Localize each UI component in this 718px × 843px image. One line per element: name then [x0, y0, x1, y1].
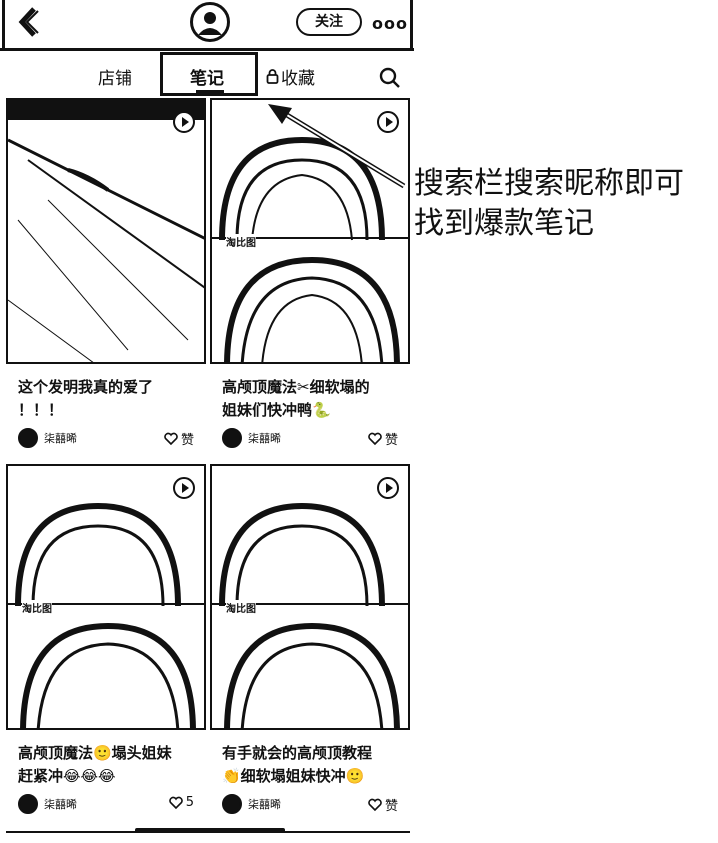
watermark-label: 淘比图	[226, 600, 256, 615]
phone-bezel-right	[410, 0, 413, 50]
tab-notes[interactable]: 笔记	[190, 69, 224, 89]
note-cover-image[interactable]	[6, 98, 206, 364]
avatar[interactable]	[222, 428, 242, 448]
tab-active-indicator	[196, 90, 224, 93]
note-cover-image[interactable]: 淘比图	[210, 98, 410, 364]
annotation-line-2: 找到爆款笔记	[414, 206, 594, 241]
play-icon	[173, 111, 195, 133]
like-count: 赞	[180, 433, 194, 448]
annotation-text: 搜索栏搜索昵称即可 找到爆款笔记	[414, 164, 714, 244]
play-icon	[173, 477, 195, 499]
tab-notes-highlight-box	[160, 52, 258, 96]
play-icon	[377, 477, 399, 499]
search-icon[interactable]	[378, 66, 402, 90]
heart-icon	[164, 432, 178, 445]
avatar[interactable]	[18, 794, 38, 814]
note-meta: 柒囍晞 赞	[18, 428, 204, 448]
note-cover-image[interactable]: 淘比图	[6, 464, 206, 730]
phone-screen: 关注 ooo 店铺 笔记 收藏	[0, 0, 414, 833]
author-name[interactable]: 柒囍晞	[248, 432, 281, 445]
more-options-icon[interactable]: ooo	[372, 14, 408, 33]
next-row-peek	[6, 828, 410, 833]
arrow-annotation	[268, 104, 406, 189]
watermark-label: 淘比图	[22, 600, 52, 615]
top-bar: 关注 ooo	[0, 0, 414, 51]
note-cover-image[interactable]: 淘比图	[210, 464, 410, 730]
avatar[interactable]	[18, 428, 38, 448]
avatar[interactable]	[222, 794, 242, 814]
note-meta: 柒囍晞 赞	[222, 794, 408, 814]
annotation-line-1: 搜索栏搜索昵称即可	[414, 166, 684, 201]
follow-button[interactable]: 关注	[296, 8, 362, 36]
shop-logo[interactable]	[190, 2, 230, 42]
like-count: 5	[185, 795, 194, 810]
tab-bar: 店铺 笔记 收藏	[0, 52, 414, 100]
author-name[interactable]: 柒囍晞	[44, 798, 77, 811]
tab-favorites-label: 收藏	[281, 69, 315, 89]
tab-favorites[interactable]: 收藏	[266, 64, 315, 89]
phone-bezel-left	[2, 0, 5, 50]
lock-icon	[266, 69, 279, 84]
note-title[interactable]: 有手就会的高颅顶教程 👏细软塌姐妹快冲🙂	[222, 744, 373, 785]
chevron-left-icon[interactable]	[14, 6, 42, 38]
like-button[interactable]: 赞	[368, 429, 398, 448]
like-button[interactable]: 赞	[164, 429, 194, 448]
heart-icon	[368, 798, 382, 811]
tab-store[interactable]: 店铺	[98, 69, 132, 89]
heart-icon	[368, 432, 382, 445]
note-meta: 柒囍晞 赞	[222, 428, 408, 448]
play-icon	[377, 111, 399, 133]
note-title[interactable]: 高颅顶魔法✂细软塌的 姐妹们快冲鸭🐍	[222, 378, 370, 419]
author-name[interactable]: 柒囍晞	[44, 432, 77, 445]
like-count: 赞	[384, 433, 398, 448]
note-title[interactable]: 高颅顶魔法🙂塌头姐妹 赶紧冲😂😂😂	[18, 744, 172, 785]
like-button[interactable]: 5	[168, 795, 194, 810]
note-title[interactable]: 这个发明我真的爱了 ！！！	[18, 378, 154, 419]
watermark-label: 淘比图	[226, 234, 256, 249]
like-button[interactable]: 赞	[368, 795, 398, 814]
author-name[interactable]: 柒囍晞	[248, 798, 281, 811]
like-count: 赞	[384, 799, 398, 814]
heart-icon	[168, 796, 183, 809]
note-meta: 柒囍晞 5	[18, 794, 204, 814]
